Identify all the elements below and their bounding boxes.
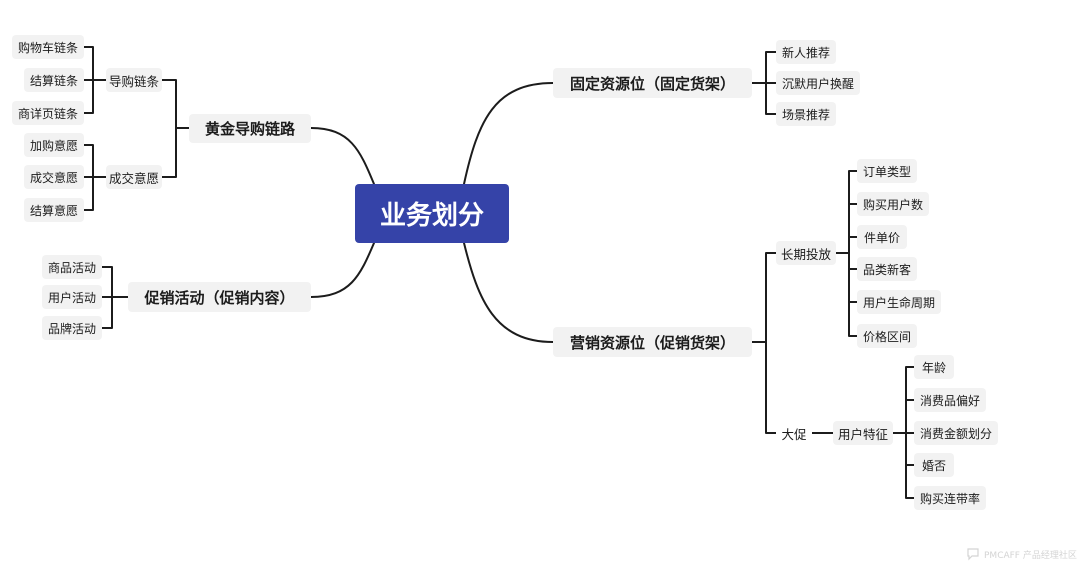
node-fixed-slot[interactable]: 固定资源位（固定货架） bbox=[553, 68, 752, 98]
connector-root-promo bbox=[310, 242, 375, 298]
node-scene-rec[interactable]: 场景推荐 bbox=[776, 102, 836, 126]
node-newcomer-rec[interactable]: 新人推荐 bbox=[776, 40, 836, 64]
node-user-activity[interactable]: 用户活动 bbox=[42, 285, 102, 309]
node-deal-intent[interactable]: 成交意愿 bbox=[106, 165, 162, 189]
connector-deal-items bbox=[83, 144, 107, 211]
node-checkout-chain[interactable]: 结算链条 bbox=[24, 68, 84, 92]
connector-promo-items bbox=[101, 266, 129, 329]
node-buyer-count[interactable]: 购买用户数 bbox=[857, 192, 929, 216]
node-category-new[interactable]: 品类新客 bbox=[857, 257, 917, 281]
node-attach-rate[interactable]: 购买连带率 bbox=[914, 486, 986, 510]
connector-longterm-items bbox=[835, 170, 858, 337]
node-longterm[interactable]: 长期投放 bbox=[776, 241, 836, 265]
node-user-feature[interactable]: 用户特征 bbox=[833, 421, 893, 445]
node-marketing-slot[interactable]: 营销资源位（促销货架） bbox=[553, 327, 752, 357]
connector-feature-items bbox=[892, 366, 915, 499]
connector-root-marketing bbox=[463, 242, 554, 343]
connector-golden-guide bbox=[161, 79, 190, 178]
node-deal-intent-item[interactable]: 成交意愿 bbox=[24, 165, 84, 189]
node-guide-chain[interactable]: 导购链条 bbox=[106, 68, 162, 92]
node-consume-pref[interactable]: 消费品偏好 bbox=[914, 388, 986, 412]
node-unit-price[interactable]: 件单价 bbox=[857, 225, 907, 249]
node-order-type[interactable]: 订单类型 bbox=[857, 159, 917, 183]
watermark: PMCAFF 产品经理社区 bbox=[966, 547, 1077, 561]
connector-fixed-items bbox=[751, 51, 777, 115]
node-marital[interactable]: 婚否 bbox=[914, 453, 954, 477]
node-user-lifecycle[interactable]: 用户生命周期 bbox=[857, 290, 941, 314]
node-checkout-intent[interactable]: 结算意愿 bbox=[24, 198, 84, 222]
node-spend-tier[interactable]: 消费金额划分 bbox=[914, 421, 998, 445]
node-product-activity[interactable]: 商品活动 bbox=[42, 255, 102, 279]
speech-bubble-icon bbox=[967, 548, 979, 561]
connector-marketing-subs bbox=[751, 252, 777, 434]
node-promo-activity[interactable]: 促销活动（促销内容） bbox=[128, 282, 311, 312]
node-cart-chain[interactable]: 购物车链条 bbox=[12, 35, 84, 59]
node-big-promo[interactable]: 大促 bbox=[776, 421, 812, 445]
node-price-range[interactable]: 价格区间 bbox=[857, 324, 917, 348]
node-detail-chain[interactable]: 商详页链条 bbox=[12, 101, 84, 125]
connector-root-fixed bbox=[463, 82, 554, 185]
node-brand-activity[interactable]: 品牌活动 bbox=[42, 316, 102, 340]
watermark-text: PMCAFF 产品经理社区 bbox=[984, 550, 1077, 561]
node-age[interactable]: 年龄 bbox=[914, 355, 954, 379]
node-add-cart-intent[interactable]: 加购意愿 bbox=[24, 133, 84, 157]
node-silent-user-wake[interactable]: 沉默用户换醒 bbox=[776, 71, 860, 95]
connector-guide-items bbox=[83, 46, 107, 114]
node-golden-path[interactable]: 黄金导购链路 bbox=[189, 114, 311, 143]
connector-root-golden bbox=[310, 127, 375, 185]
root-node[interactable]: 业务划分 bbox=[355, 184, 509, 243]
